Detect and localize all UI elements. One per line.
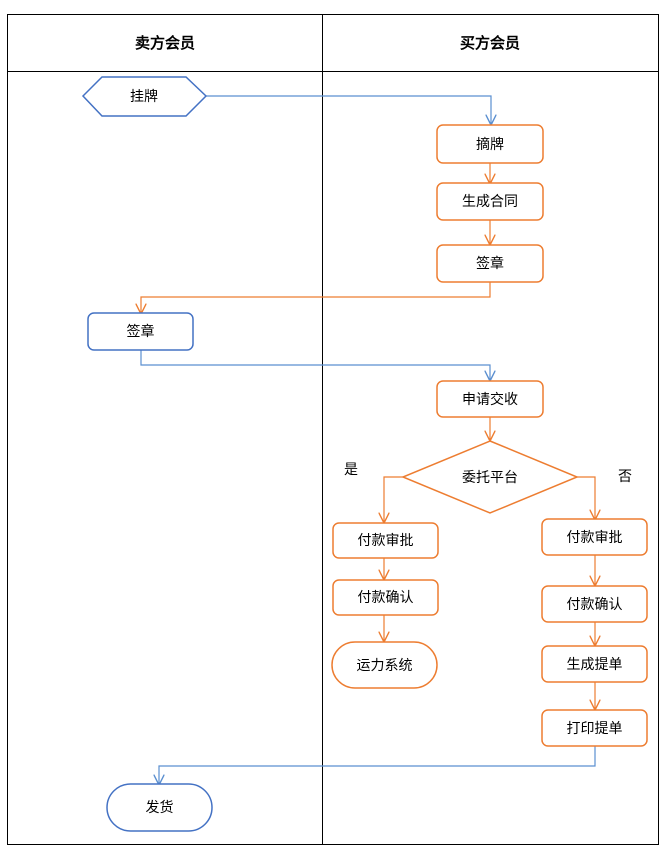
node-pick-listing: 摘牌 <box>436 124 544 164</box>
node-entrust-platform-label: 委托平台 <box>462 470 518 486</box>
node-seller-sign: 签章 <box>87 312 194 351</box>
node-listing-label: 挂牌 <box>130 88 158 105</box>
node-pay-approve-yes-label: 付款审批 <box>358 533 414 549</box>
edge-seller-sign-to-apply <box>140 350 490 380</box>
node-pay-approve-yes: 付款审批 <box>332 522 439 559</box>
node-entrust-platform: 委托平台 <box>401 440 579 514</box>
node-pay-confirm-no-label: 付款确认 <box>567 597 623 613</box>
edge-listing-to-pick <box>206 95 491 124</box>
node-apply-delivery: 申请交收 <box>436 380 544 418</box>
node-pay-confirm-no: 付款确认 <box>541 585 648 623</box>
swimlane-frame <box>7 14 659 845</box>
edges <box>140 95 596 784</box>
node-logistics: 运力系统 <box>331 641 438 689</box>
node-print-bill: 打印提单 <box>541 709 648 747</box>
node-gen-contract-label: 生成合同 <box>462 194 518 210</box>
edge-decision-yes <box>384 476 403 522</box>
node-pick-listing-label: 摘牌 <box>476 136 504 153</box>
node-seller-sign-label: 签章 <box>127 323 155 340</box>
node-buyer-sign-label: 签章 <box>476 255 504 272</box>
lane-header-buyer: 买方会员 <box>460 34 520 52</box>
node-logistics-label: 运力系统 <box>357 658 413 674</box>
node-pay-approve-no-label: 付款审批 <box>567 530 623 546</box>
node-ship-label: 发货 <box>146 799 174 816</box>
branch-no-label: 否 <box>618 469 632 485</box>
node-buyer-sign: 签章 <box>436 244 544 283</box>
edge-print-to-ship <box>159 746 596 784</box>
branch-yes-label: 是 <box>344 462 358 478</box>
node-gen-bill-label: 生成提单 <box>567 657 623 673</box>
node-pay-approve-no: 付款审批 <box>541 518 648 556</box>
node-apply-delivery-label: 申请交收 <box>462 391 518 408</box>
edge-decision-no <box>577 476 595 519</box>
node-listing: 挂牌 <box>81 76 208 117</box>
edge-buyer-sign-to-seller-sign <box>141 282 491 313</box>
node-gen-contract: 生成合同 <box>436 182 544 221</box>
node-ship: 发货 <box>106 783 213 832</box>
node-pay-confirm-yes-label: 付款确认 <box>358 590 414 606</box>
node-gen-bill: 生成提单 <box>541 645 648 683</box>
node-print-bill-label: 打印提单 <box>567 720 623 737</box>
lane-header-seller: 卖方会员 <box>135 34 195 52</box>
node-pay-confirm-yes: 付款确认 <box>332 579 439 616</box>
